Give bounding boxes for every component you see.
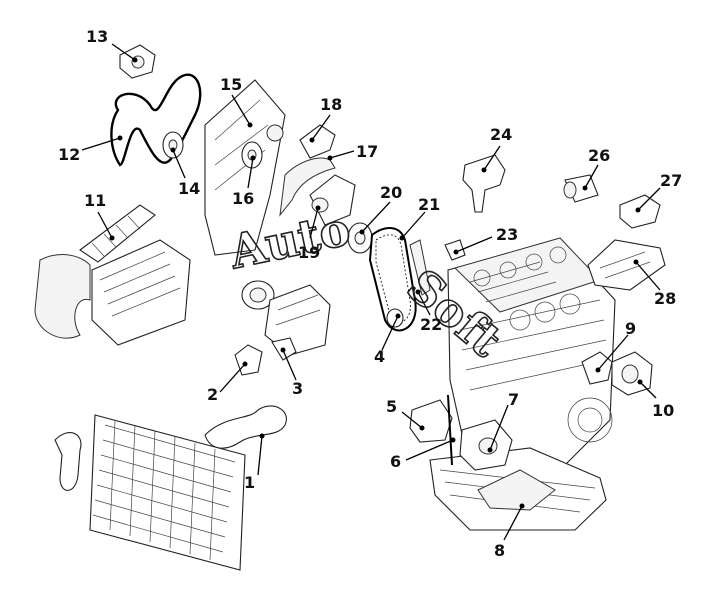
air-filter-housing (91, 239, 191, 346)
callout-14: 14 (178, 179, 200, 198)
chain-guide-22 (409, 239, 431, 296)
callout-11: 11 (84, 191, 106, 210)
callout-3: 3 (292, 379, 303, 398)
crank-pulley (241, 280, 275, 310)
sensor-26 (563, 174, 599, 203)
part-19-housing (309, 174, 356, 226)
callout-6: 6 (390, 452, 401, 471)
lower-radiator-hose (54, 432, 82, 491)
leader-lines (81, 43, 661, 541)
timing-gear-16 (241, 141, 263, 169)
idler-pulley-13 (119, 44, 156, 79)
callout-5: 5 (386, 397, 397, 416)
callout-18: 18 (320, 95, 342, 114)
chain-6 (447, 394, 453, 466)
callout-10: 10 (652, 401, 674, 420)
water-pump (264, 284, 331, 356)
callout-12: 12 (58, 145, 80, 164)
callout-13: 13 (86, 27, 108, 46)
radiator (89, 414, 246, 571)
callout-28: 27 (660, 171, 682, 190)
drive-belt (110, 73, 202, 167)
engine-block (447, 237, 616, 471)
part-17-line (279, 157, 336, 217)
callout-8: 8 (494, 541, 505, 560)
callout-21: 21 (418, 195, 440, 214)
callout-17: 17 (356, 142, 378, 161)
callout-26: 26 (588, 146, 610, 165)
callout-7: 7 (508, 390, 519, 409)
callout-1: 1 (244, 473, 255, 492)
callout-9: 9 (625, 319, 636, 338)
tensioner-pulley-14 (162, 131, 184, 159)
callout-22: 22 (420, 315, 442, 334)
timing-chain-21 (368, 227, 417, 332)
callout-16: 16 (232, 189, 254, 208)
callout-4: 4 (374, 347, 385, 366)
oil-pump-cover-5 (409, 399, 453, 443)
sprocket-4 (386, 308, 404, 328)
bracket-27 (587, 239, 666, 291)
callout-19: 19 (298, 243, 320, 262)
intake-tube (79, 204, 156, 263)
part-18-bracket (299, 124, 336, 159)
callout-23: 23 (496, 225, 518, 244)
callout-24: 24 (490, 125, 512, 144)
coolant-hose (204, 405, 287, 449)
ignition-coil-24 (462, 154, 506, 213)
callout-27: 28 (654, 289, 676, 308)
callout-labels: 1 2 3 4 5 6 7 8 9 10 11 12 13 14 15 16 1… (58, 27, 682, 560)
callout-2: 2 (207, 385, 218, 404)
oil-pan-baffle (477, 469, 556, 511)
intake-duct (34, 254, 91, 339)
callout-15: 15 (220, 75, 242, 94)
callout-20: 20 (380, 183, 402, 202)
timing-cover (204, 79, 286, 256)
